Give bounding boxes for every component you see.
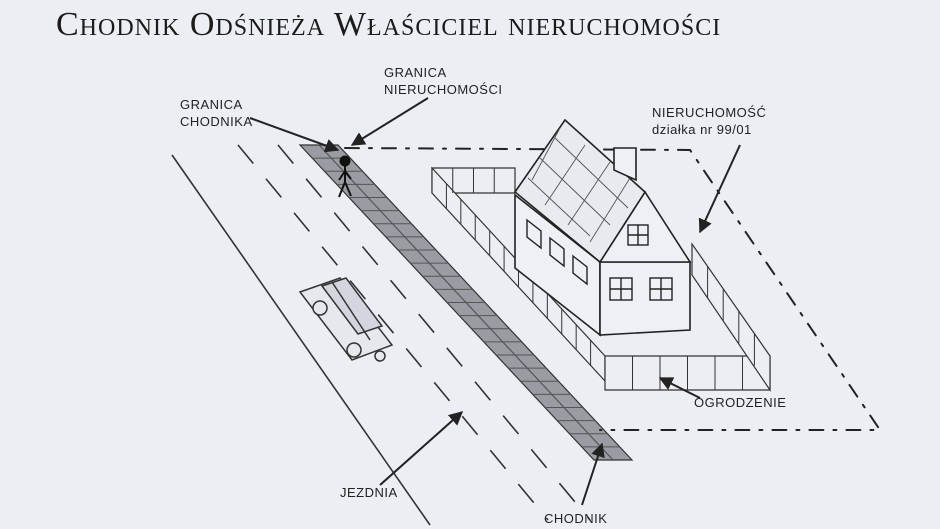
road-left-edge bbox=[171, 154, 431, 526]
arrow-ogrodzenie bbox=[658, 377, 701, 399]
label-granica-nieruchomosci: GRANICA NIERUCHOMOŚCI bbox=[384, 65, 503, 97]
house-chimney bbox=[613, 147, 637, 182]
arrow-granica-nieruchomosci bbox=[350, 97, 429, 146]
arrow-nieruchomosc bbox=[698, 144, 741, 234]
house-roof bbox=[513, 118, 647, 264]
road-jezdnia bbox=[171, 144, 591, 526]
label-arrows bbox=[249, 97, 741, 506]
person-figure bbox=[338, 155, 352, 198]
car bbox=[298, 277, 394, 362]
label-granica-chodnika: GRANICA CHODNIKA bbox=[180, 97, 253, 129]
property-boundary bbox=[344, 147, 882, 431]
label-chodnik: CHODNIK bbox=[544, 511, 608, 526]
arrow-granica-chodnika bbox=[249, 117, 340, 153]
road-lane-line-1 bbox=[237, 144, 549, 521]
fence-ogrodzenie bbox=[431, 166, 771, 392]
label-jezdnia: JEZDNIA bbox=[340, 485, 398, 500]
road-lane-line-2 bbox=[277, 144, 591, 521]
diagram-title: Chodnik Odśnieża Właściciel nieruchomośc… bbox=[56, 6, 722, 43]
label-ogrodzenie: OGRODZENIE bbox=[694, 395, 787, 410]
arrow-chodnik bbox=[581, 442, 605, 506]
arrow-jezdnia bbox=[379, 411, 464, 486]
sidewalk-tiles bbox=[312, 157, 620, 448]
label-nieruchomosc: NIERUCHOMOŚĆ działka nr 99/01 bbox=[652, 105, 767, 137]
house bbox=[513, 118, 692, 337]
house-windows bbox=[526, 218, 673, 301]
